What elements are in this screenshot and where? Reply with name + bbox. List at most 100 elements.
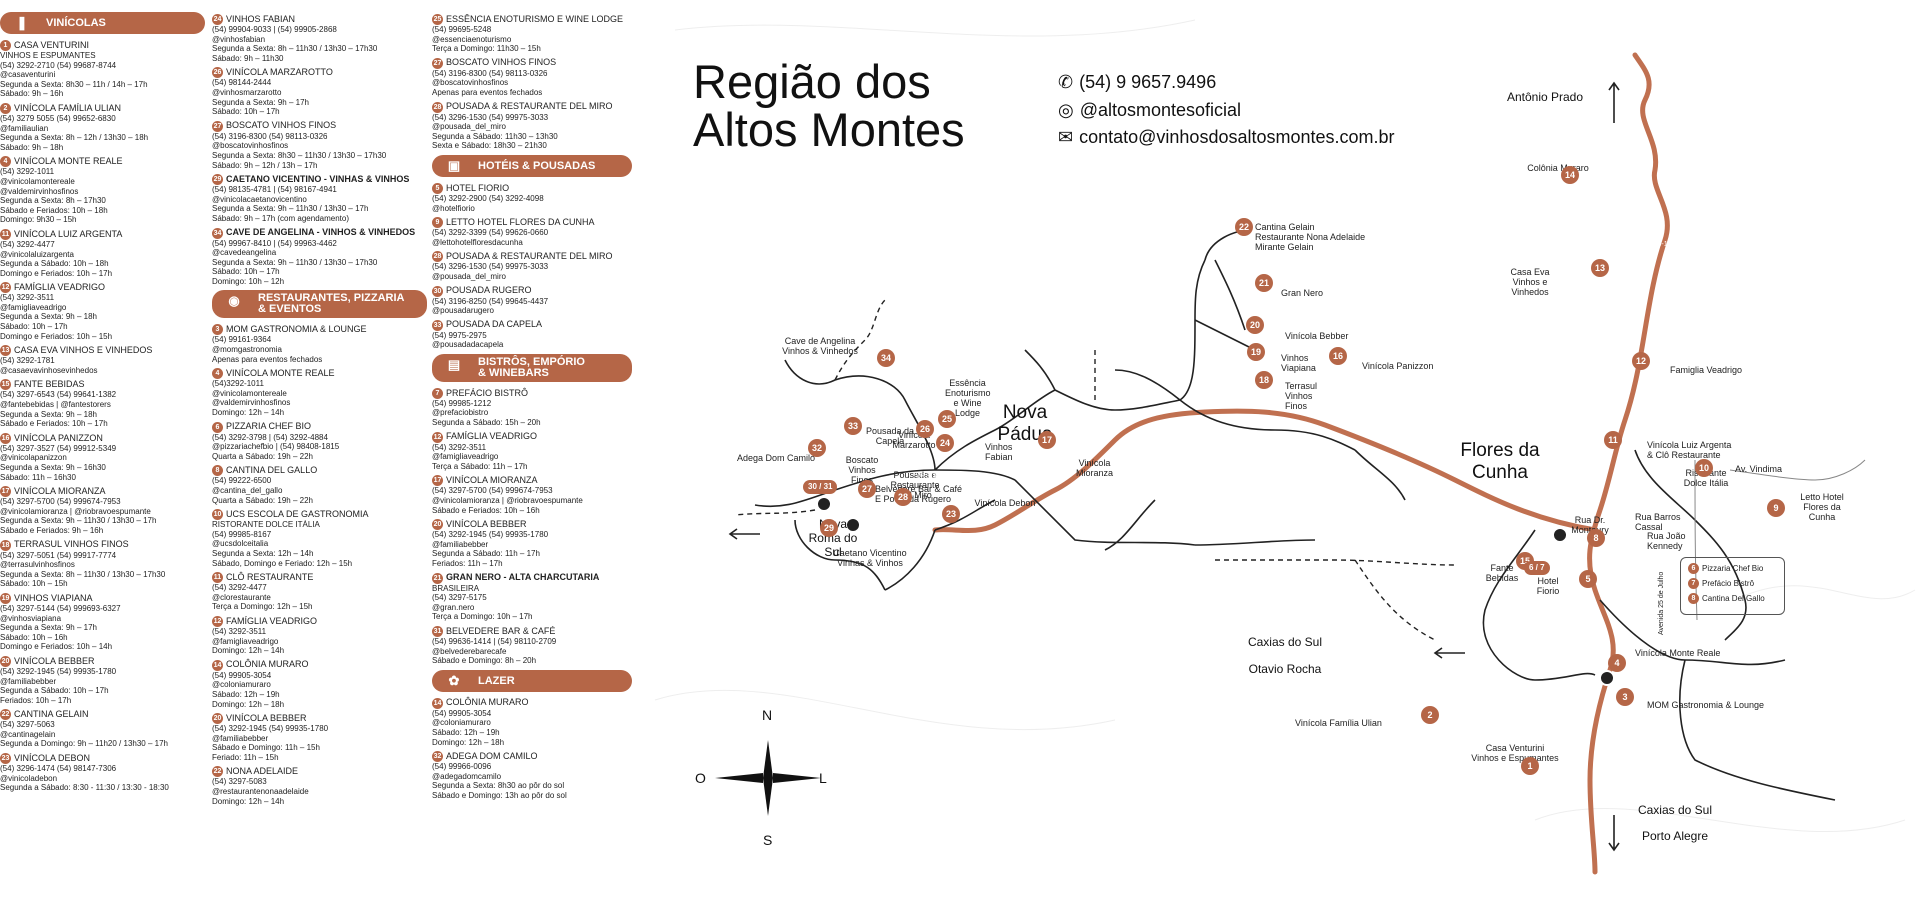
entry-line: Terça a Domingo: 10h – 17h	[432, 612, 533, 622]
wine-bottle-icon: ❚	[16, 15, 28, 30]
entry-line: Domingo e Feriados: 10h – 14h	[0, 642, 113, 652]
entry-line: @pousada_del_miro	[432, 122, 506, 132]
entry-name: VINHOS VIAPIANA	[14, 592, 93, 603]
map-pin[interactable]: 14	[1561, 166, 1579, 184]
map-pin[interactable]: 3	[1616, 688, 1634, 706]
entry-line: (54) 99967-8410 | (54) 99963-4462	[212, 238, 337, 248]
map-pin[interactable]: 4	[1608, 654, 1626, 672]
map-pin[interactable]: 2	[1421, 706, 1439, 724]
map-pin[interactable]: 19	[1247, 343, 1265, 361]
map-label-letto: Letto Hotel Flores da Cunha	[1800, 492, 1844, 522]
entry-line: Sábado: 12h – 19h	[432, 727, 500, 737]
entry-line: (54) 3292-3399 (54) 99626-0660	[432, 228, 549, 238]
entry-line: Domingo e Feriados: 10h – 15h	[0, 331, 113, 341]
map-pin[interactable]: 23	[942, 505, 960, 523]
map-pin[interactable]: 8	[1587, 529, 1605, 547]
entry-line: @belvederebarecafe	[432, 646, 507, 656]
entry-line: (54) 3296-1474 (54) 98147-7306	[0, 764, 117, 774]
entry-line: Sábado: 10h – 17h	[212, 267, 280, 277]
map-label-cantina-gelain: Cantina Gelain Restaurante Nona Adelaide…	[1255, 222, 1366, 252]
map-label-essencia: Essência Enoturismo e Wine Lodge	[945, 378, 991, 418]
number-badge: 20	[212, 713, 223, 725]
number-badge: 14	[212, 659, 223, 671]
entry-name: VINÍCOLA FAMÍLIA ULIAN	[14, 102, 122, 113]
map-pin-group[interactable]: 6 / 7	[1524, 561, 1550, 575]
map-pin[interactable]: 21	[1255, 274, 1273, 292]
map-label-mioranza: Vinícola Mioranza	[1075, 458, 1113, 478]
entry-name: CASA VENTURINI	[14, 39, 90, 50]
city-caxias-poa: Caxias do Sul	[1637, 803, 1713, 817]
entry-name: VINHOS FABIAN	[226, 13, 296, 24]
entry-line: @coloniamuraro	[212, 680, 271, 690]
entry-line: Segunda a Sexta: 9h – 16h30	[0, 463, 106, 472]
entry-line: Feriados: 10h – 17h	[0, 695, 72, 705]
map-pin[interactable]: 22	[1235, 218, 1253, 236]
entry-line: Sábado e Domingo: 11h – 15h	[212, 743, 320, 753]
map-pin-group[interactable]: 30 / 31	[803, 480, 838, 494]
entry-line: Segunda a Sexta: 8h – 11h30 / 13h30 – 17…	[0, 569, 166, 579]
entry-name: FAMÍGLIA VEADRIGO	[226, 615, 318, 626]
map-pin[interactable]: 34	[877, 349, 895, 367]
map-pin[interactable]: 33	[844, 417, 862, 435]
luggage-icon: ▣	[447, 157, 461, 173]
map-pin[interactable]: 29	[820, 519, 838, 537]
map-pin[interactable]: 12	[1632, 352, 1650, 370]
map-pin[interactable]: 32	[808, 439, 826, 457]
map-pin[interactable]: 16	[1329, 347, 1347, 365]
entry-name: POUSADA & RESTAURANTE DEL MIRO	[446, 101, 613, 112]
map-pin[interactable]: 28	[894, 488, 912, 506]
entry-line: @vinicolamioranza | @riobravoespumante	[0, 506, 151, 516]
entry-line: Sábado: 10h – 17h	[0, 322, 68, 332]
entry-line: @valdemirvinhosfinos	[0, 186, 79, 196]
map-pin[interactable]: 18	[1255, 371, 1273, 389]
map-pin[interactable]: 5	[1579, 570, 1597, 588]
map-label-ulian: Vinícola Família Ulian	[1295, 718, 1382, 728]
entry-name: VINÍCOLA LUIZ ARGENTA	[14, 228, 123, 239]
entry-name: UCS ESCOLA DE GASTRONOMIA	[226, 508, 369, 519]
entry-line: (54)3292-1011	[212, 379, 264, 389]
entry-name: CAETANO VICENTINO - VINHAS & VINHOS	[226, 173, 410, 184]
entry-name: POUSADA RUGERO	[446, 285, 532, 296]
number-badge: 23	[0, 753, 11, 765]
entry-line: @coloniamuraro	[432, 718, 491, 728]
entry-line: Domingo: 10h – 12h	[212, 276, 285, 286]
map-label-casa-eva: Casa Eva Vinhos e Vinhedos	[1510, 267, 1550, 297]
category-restaurantes: ◉RESTAURANTES, PIZZARIA& EVENTOS	[212, 290, 427, 319]
map-pin[interactable]: 27	[858, 480, 876, 498]
map-label-venturini: Casa Venturini Vinhos e Espumantes	[1471, 743, 1558, 763]
map-pin[interactable]: 20	[1246, 316, 1264, 334]
map-pin[interactable]: 13	[1591, 259, 1609, 277]
entry-line: @pousadadacapela	[432, 340, 504, 350]
map-pin[interactable]: 25	[938, 410, 956, 428]
map-pin[interactable]: 9	[1767, 499, 1785, 517]
legend-number: 8	[1688, 593, 1699, 604]
map-pin[interactable]: 11	[1604, 431, 1622, 449]
entry-line: Segunda a Sexta: 12h – 14h	[212, 548, 314, 558]
map-pin[interactable]: 1	[1521, 757, 1539, 775]
number-badge: 25	[432, 14, 443, 25]
map-pin[interactable]: 10	[1695, 459, 1713, 477]
map-pin[interactable]: 17	[1038, 431, 1056, 449]
entry-line: (54) 3292-1945 (54) 99935-1780	[0, 666, 117, 676]
map-pin[interactable]: 24	[936, 434, 954, 452]
map-pin[interactable]: 26	[916, 420, 934, 438]
entry-name: VINÍCOLA BEBBER	[226, 712, 307, 723]
entry-line: (54) 3292-3798 | (54) 3292-4884	[212, 432, 328, 442]
entry-name: PIZZARIA CHEF BIO	[226, 421, 312, 432]
